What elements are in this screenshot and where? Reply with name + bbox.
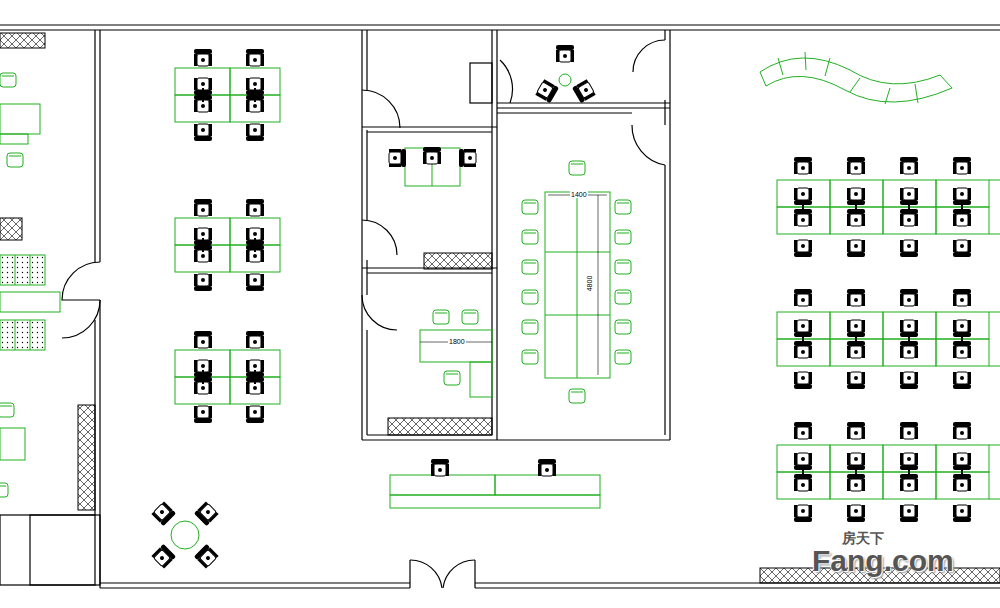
watermark: 房天下 bbox=[842, 531, 884, 545]
dimension-text: 1400 bbox=[570, 191, 588, 198]
watermark: Fang.com bbox=[812, 546, 954, 576]
dimension-text: 4800 bbox=[586, 275, 593, 293]
dimension-text: 1800 bbox=[448, 338, 466, 345]
